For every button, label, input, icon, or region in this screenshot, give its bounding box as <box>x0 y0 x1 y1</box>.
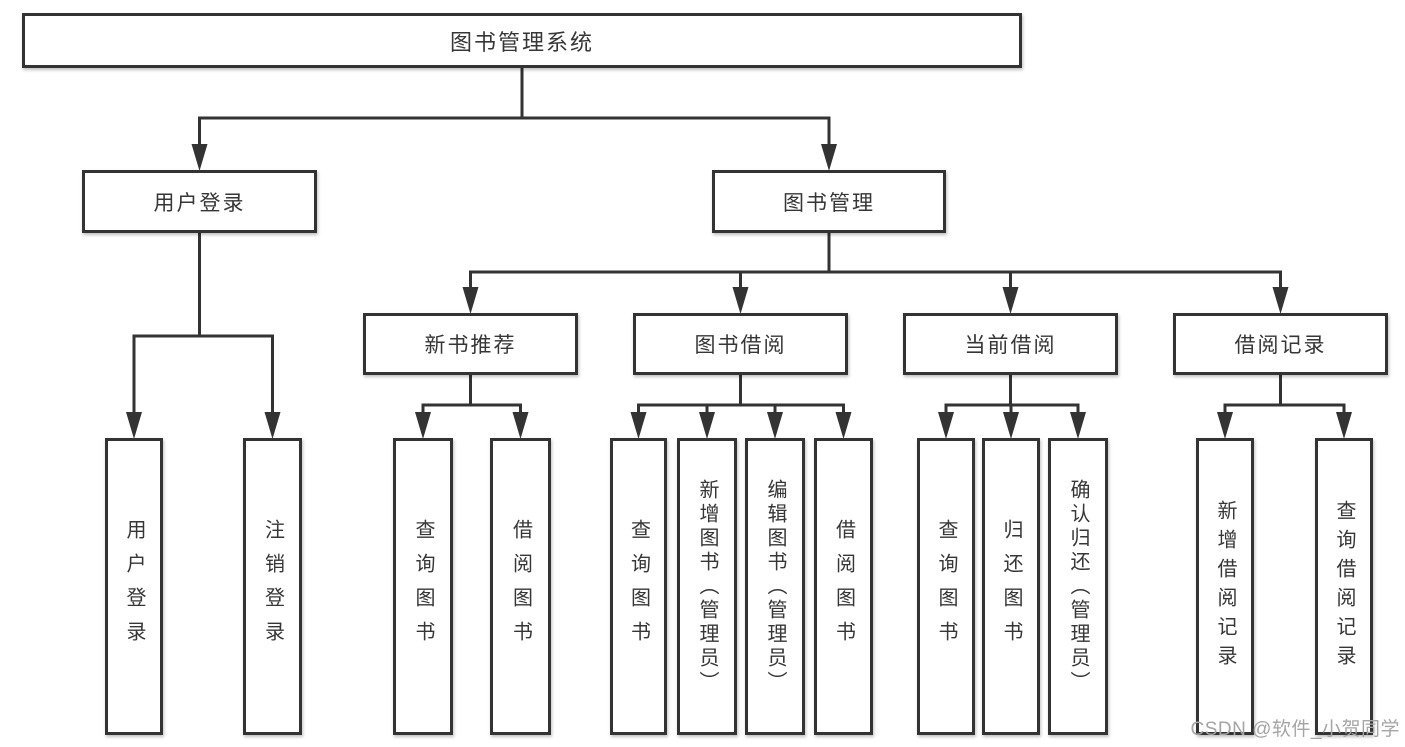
node-leaf-query-book-2: 查询图书 <box>610 438 667 735</box>
arrowhead-icon <box>462 287 479 314</box>
node-label: 用户登录 <box>123 518 145 655</box>
node-label: 归还图书 <box>1000 518 1022 655</box>
node-user-login: 用户登录 <box>82 170 317 233</box>
node-root: 图书管理系统 <box>22 13 1022 68</box>
arrowhead-icon <box>938 412 954 439</box>
node-label: 新书推荐 <box>424 334 517 357</box>
arrowhead-icon <box>1003 412 1019 439</box>
arrowhead-icon <box>1336 412 1352 439</box>
node-label: 查询图书 <box>412 518 434 655</box>
node-leaf-return-book: 归还图书 <box>982 438 1040 735</box>
arrowhead-icon <box>126 412 142 439</box>
node-label: 查询图书 <box>935 518 957 655</box>
node-leaf-query-borrow-record: 查询借阅记录 <box>1315 438 1373 735</box>
node-label: 新增图书（管理员） <box>696 478 718 695</box>
watermark: CSDN @软件_小贺同学 <box>1190 719 1400 740</box>
node-label: 确认归还（管理员） <box>1067 478 1089 695</box>
node-label: 用户登录 <box>153 191 246 215</box>
node-label: 图书借阅 <box>694 334 787 357</box>
node-leaf-user-login: 用户登录 <box>105 438 163 735</box>
node-label: 借阅记录 <box>1234 334 1327 357</box>
node-leaf-logout: 注销登录 <box>243 438 302 735</box>
arrowhead-icon <box>1070 412 1086 439</box>
node-leaf-query-book-1: 查询图书 <box>393 438 453 735</box>
arrowhead-icon <box>821 144 837 171</box>
node-label: 新增借阅记录 <box>1214 499 1236 674</box>
arrowhead-icon <box>699 412 715 439</box>
node-label: 图书管理系统 <box>449 29 594 55</box>
node-leaf-confirm-return: 确认归还（管理员） <box>1048 438 1108 735</box>
node-label: 当前借阅 <box>964 334 1057 357</box>
node-leaf-borrow-book-2: 借阅图书 <box>814 438 873 735</box>
node-label: 图书管理 <box>783 191 875 215</box>
arrowhead-icon <box>191 144 208 171</box>
node-label: 编辑图书（管理员） <box>764 478 786 695</box>
node-leaf-add-book: 新增图书（管理员） <box>677 438 737 735</box>
arrowhead-icon <box>1002 287 1019 314</box>
node-leaf-add-borrow-record: 新增借阅记录 <box>1196 438 1254 735</box>
arrowhead-icon <box>835 412 852 439</box>
node-leaf-query-book-3: 查询图书 <box>917 438 975 735</box>
node-book-mgmt: 图书管理 <box>712 170 946 233</box>
arrowhead-icon <box>767 412 783 439</box>
node-leaf-edit-book: 编辑图书（管理员） <box>745 438 805 735</box>
node-label: 借阅图书 <box>509 518 532 655</box>
arrowhead-icon <box>732 287 749 314</box>
arrowhead-icon <box>630 412 647 439</box>
arrowhead-icon <box>264 412 281 439</box>
node-book-borrow: 图书借阅 <box>633 313 848 375</box>
node-borrow-record: 借阅记录 <box>1173 313 1388 375</box>
node-new-book: 新书推荐 <box>363 313 578 375</box>
node-label: 注销登录 <box>261 518 284 655</box>
node-current-borrow: 当前借阅 <box>903 313 1118 375</box>
node-leaf-borrow-book-1: 借阅图书 <box>490 438 551 735</box>
node-label: 查询借阅记录 <box>1333 499 1355 674</box>
arrowhead-icon <box>415 412 431 439</box>
arrowhead-icon <box>1272 287 1289 314</box>
node-label: 查询图书 <box>627 518 650 655</box>
arrowhead-icon <box>1217 412 1233 439</box>
node-label: 借阅图书 <box>832 518 855 655</box>
arrowhead-icon <box>512 412 529 439</box>
